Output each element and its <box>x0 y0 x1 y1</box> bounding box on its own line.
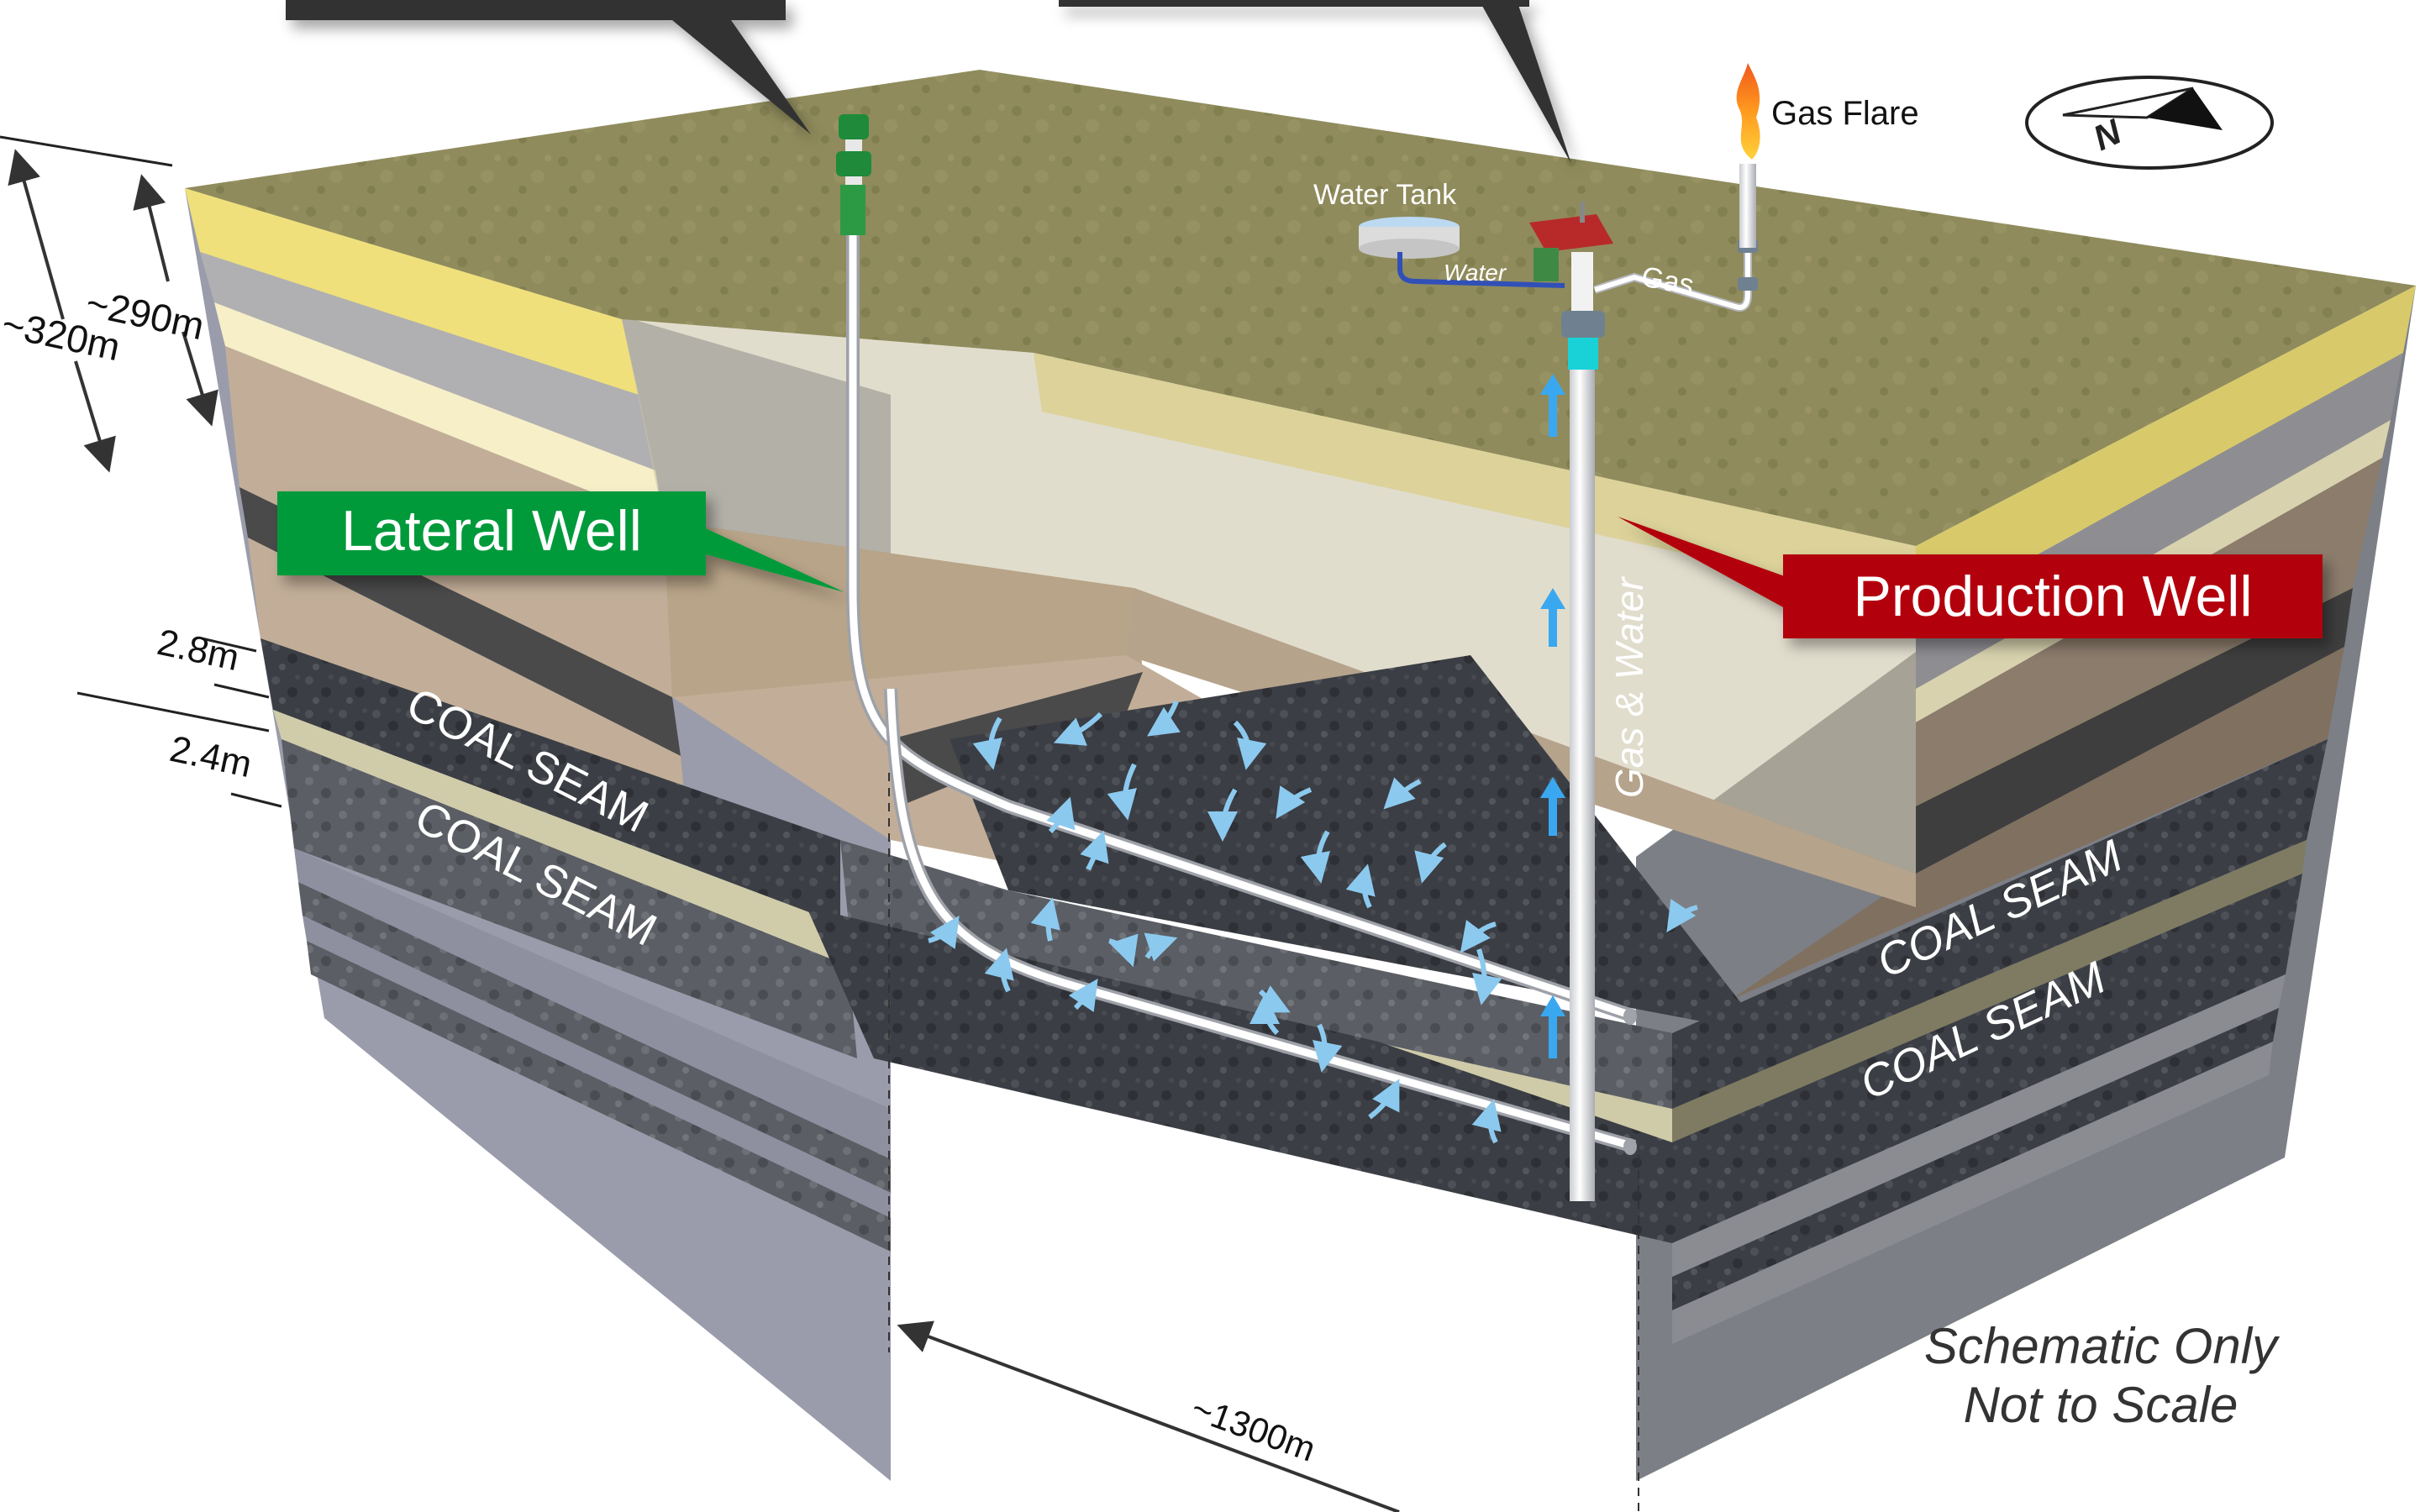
curved-arrow-icon <box>1233 720 1267 770</box>
up-arrow-icon <box>1540 588 1565 647</box>
disclaimer-line-2: Not to Scale <box>1964 1377 2238 1433</box>
seam-thickness-lower-label: 2.4m <box>166 728 255 785</box>
disclaimer: Schematic Only Not to Scale <box>1924 1318 2281 1433</box>
lateral-pipe-end-upper <box>1623 1008 1637 1025</box>
coal-seam-upper-left <box>260 638 840 924</box>
curved-arrow-icon <box>1276 785 1313 819</box>
compass: N <box>2025 76 2274 170</box>
curved-arrow-icon <box>1460 920 1497 953</box>
water-pipe <box>1397 252 1565 288</box>
curved-arrow-icon <box>1249 994 1281 1036</box>
production-well <box>1529 202 1613 1201</box>
lateral-well-callout: Lateral Well <box>277 491 844 592</box>
flow-arrows-production <box>1540 374 1565 1058</box>
coal-seam-lower-right <box>1672 874 2302 1243</box>
curved-arrow-icon <box>1414 842 1447 884</box>
curved-arrow-icon <box>1144 932 1178 962</box>
gas-water-label: Gas & Water <box>1607 576 1651 798</box>
lateral-length-arrow <box>897 1320 1400 1512</box>
flange <box>1561 311 1605 338</box>
curved-arrow-icon <box>984 948 1014 993</box>
curved-arrow-icon <box>1068 979 1098 1012</box>
coal-seam-upper-right <box>1672 739 2328 1109</box>
curved-arrow-icon <box>1383 777 1422 810</box>
curved-arrow-icon <box>1300 830 1330 884</box>
curved-arrow-icon <box>1207 788 1239 842</box>
lateral-well <box>836 114 1637 1155</box>
curved-arrow-icon <box>928 916 960 949</box>
coal-seam-upper-cutaway <box>950 655 1765 1033</box>
curved-arrow-icon <box>1345 864 1376 909</box>
production-well-callout: Production Well <box>1618 517 2323 638</box>
up-arrow-icon <box>1540 777 1565 836</box>
flare-stack <box>1739 164 1756 248</box>
curved-arrow-icon <box>1368 1079 1400 1120</box>
water-label: Water <box>1444 260 1507 286</box>
lateral-pipe-end-lower <box>1623 1138 1637 1155</box>
curved-arrow-icon <box>1147 700 1181 737</box>
casing-collar <box>1568 336 1598 370</box>
curved-arrow-icon <box>1313 1023 1343 1073</box>
curved-arrow-icon <box>1108 933 1139 968</box>
production-well-callout-label: Production Well <box>1854 564 2253 628</box>
curved-arrow-icon <box>1472 948 1502 1005</box>
coal-seam-lower-cutaway <box>807 907 1672 1243</box>
curved-arrow-icon <box>1030 897 1060 942</box>
seam-thickness-upper-label: 2.8m <box>154 622 243 679</box>
up-arrow-icon <box>1540 995 1565 1058</box>
flare-flame-icon <box>1736 63 1760 160</box>
curved-arrow-icon <box>1107 763 1137 821</box>
coal-seam-lower-left <box>281 739 857 1058</box>
top-callout-left <box>286 0 811 134</box>
depth-arrow-290 <box>133 174 170 282</box>
pump-motor <box>1529 214 1613 252</box>
curved-arrow-icon <box>972 717 1002 770</box>
lateral-wellhead <box>836 151 871 176</box>
curved-arrow-icon <box>1666 899 1698 932</box>
lateral-well-callout-label: Lateral Well <box>341 499 642 563</box>
desorption-arrows <box>928 700 1698 1144</box>
up-arrow-icon <box>1540 374 1565 437</box>
curved-arrow-icon <box>1471 1099 1502 1144</box>
dimension-lines <box>0 135 1639 1512</box>
water-tank-label: Water Tank <box>1313 179 1457 211</box>
curved-arrow-icon <box>1046 796 1076 834</box>
disclaimer-line-1: Schematic Only <box>1924 1318 2281 1374</box>
depth-arrow-320 <box>8 149 65 320</box>
curved-arrow-icon <box>1080 830 1109 871</box>
top-callout-right <box>1059 0 1571 164</box>
curved-arrow-icon <box>1053 711 1103 746</box>
gas-flare-label: Gas Flare <box>1771 95 1919 132</box>
surface-equipment <box>1359 63 1760 312</box>
